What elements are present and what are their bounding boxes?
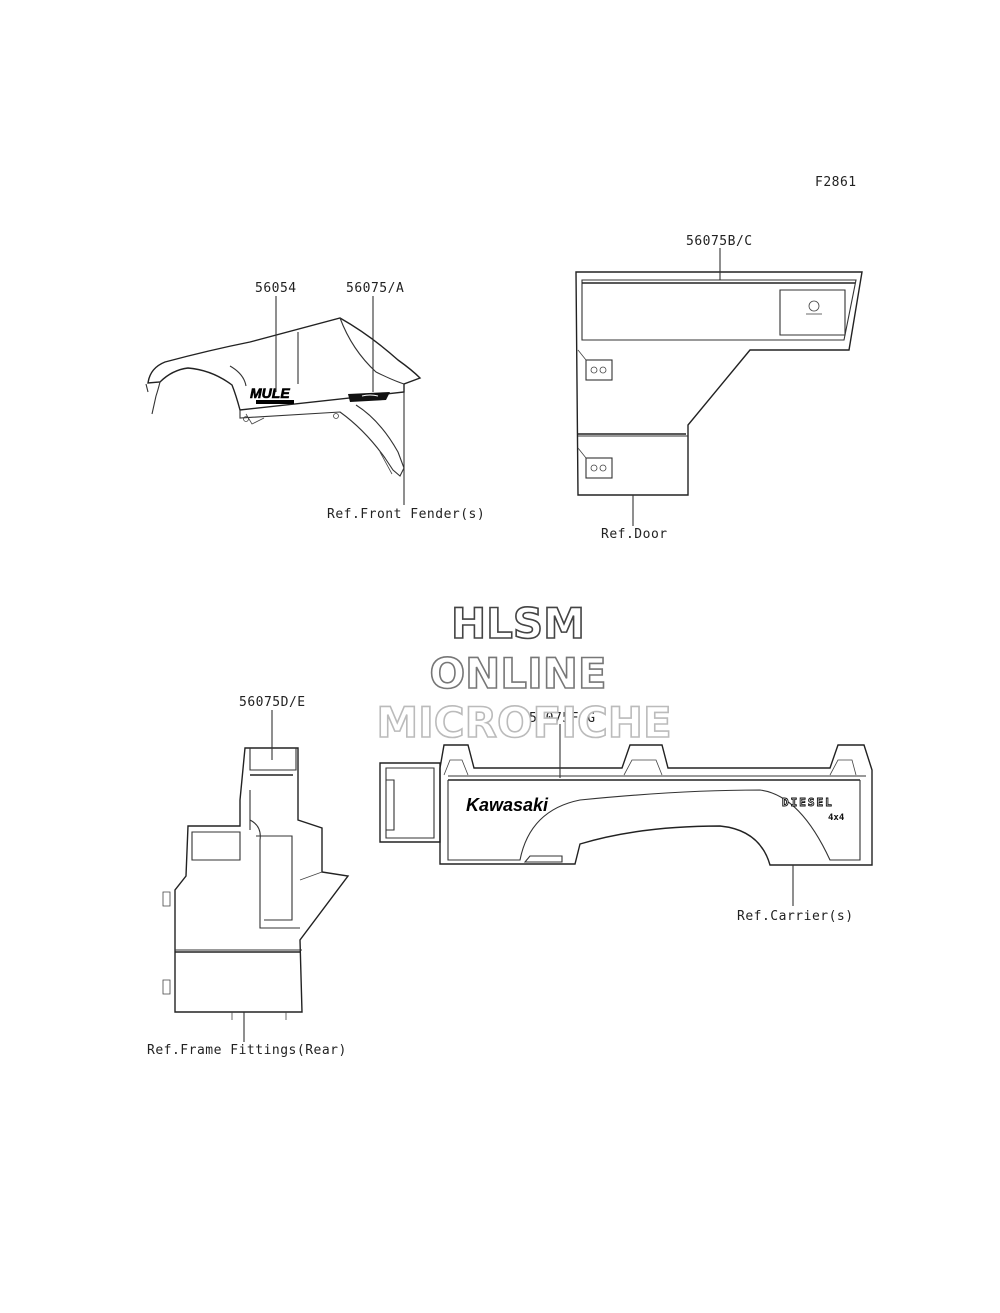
small-fender-decal [348,392,390,402]
watermark-line-1: HLSM [451,599,585,648]
door-drawing [575,271,863,496]
part-label-56054[interactable]: 56054 [255,281,297,296]
kawasaki-logo: Kawasaki [466,795,549,815]
figure-code: F2861 [815,175,857,190]
part-label-56075-fg[interactable]: 56075F/G [529,711,596,726]
watermark-line-3: MICROFICHE [376,698,671,747]
ref-label-carrier[interactable]: Ref.Carrier(s) [737,909,854,924]
carrier-drawing [379,744,873,866]
part-label-56075-de[interactable]: 56075D/E [239,695,306,710]
mule-decal-text: MULE [250,385,290,401]
rear-frame-fittings-drawing [162,747,350,1020]
4x4-decal: 4x4 [828,813,845,823]
mule-decal: MULE [250,385,294,404]
front-fender-drawing [145,317,422,477]
part-label-56075-bc[interactable]: 56075B/C [686,234,753,249]
ref-label-frame-fittings[interactable]: Ref.Frame Fittings(Rear) [147,1043,347,1058]
ref-label-door[interactable]: Ref.Door [601,527,668,542]
watermark: HLSM ONLINE MICROFICHE [376,598,673,748]
part-label-56075-a[interactable]: 56075/A [346,281,404,296]
diesel-decal: DIESEL [782,796,834,809]
ref-label-front-fender[interactable]: Ref.Front Fender(s) [327,507,485,522]
watermark-line-2: ONLINE [429,649,606,698]
